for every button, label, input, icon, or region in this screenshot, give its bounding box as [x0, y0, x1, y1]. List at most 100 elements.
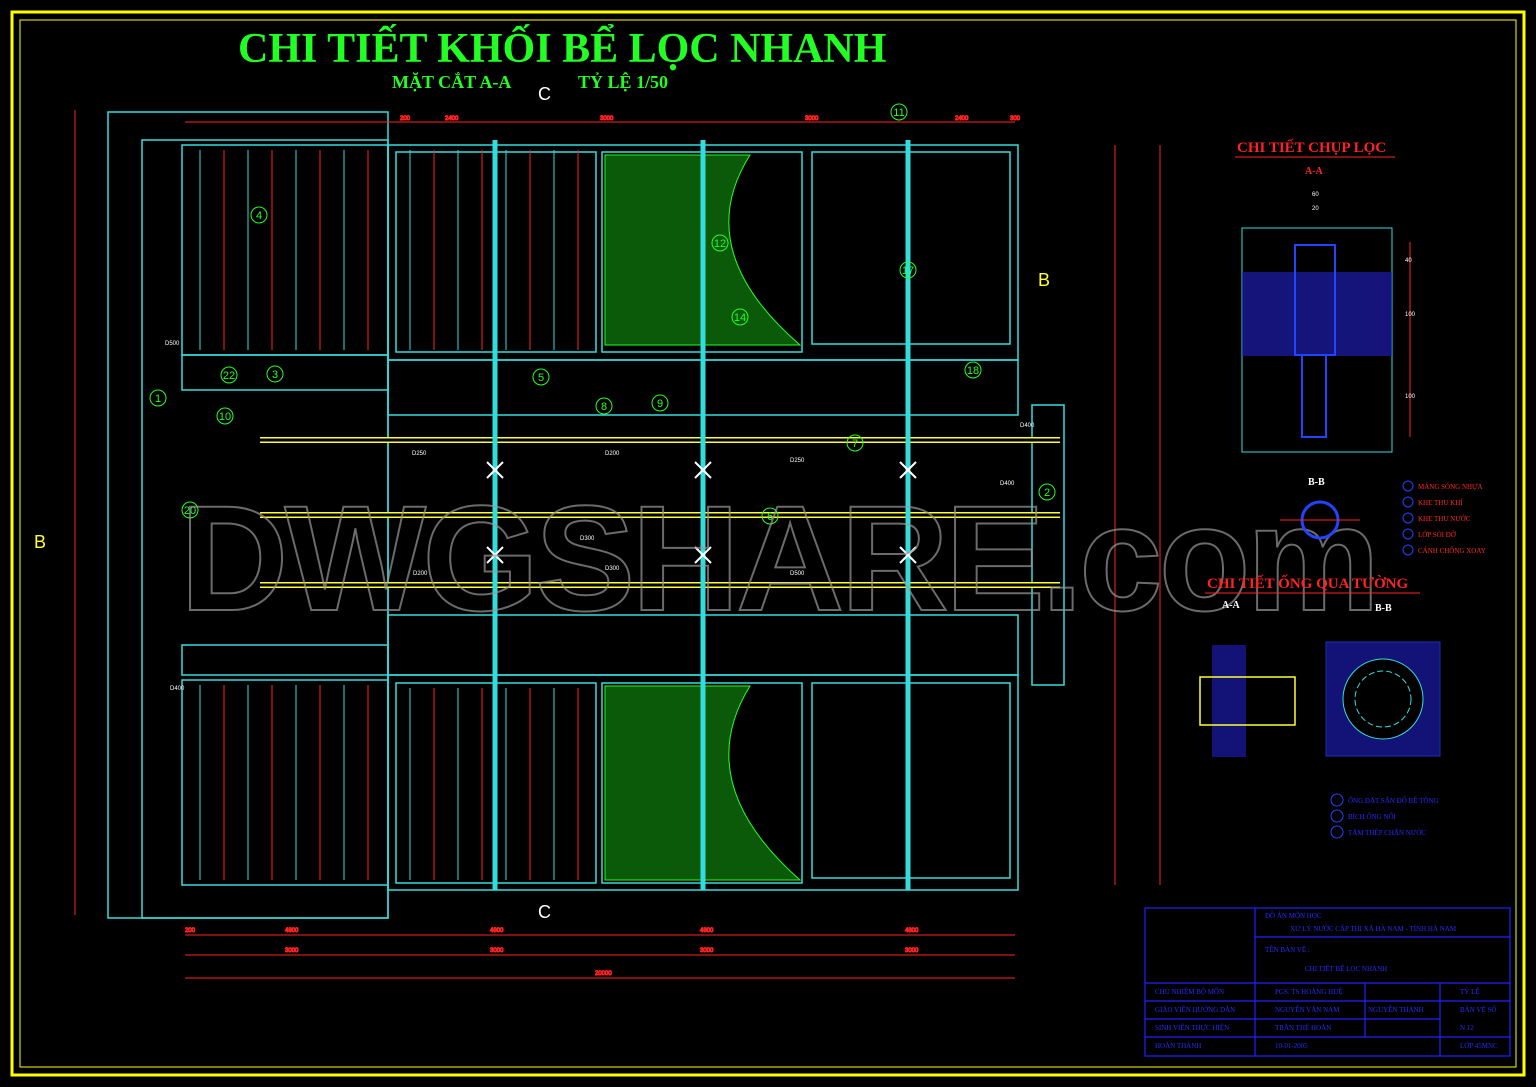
tb-right: LỚP 45MNC	[1460, 1042, 1498, 1050]
detail-dimension: 20	[1312, 206, 1319, 212]
item-label: 3	[266, 365, 284, 383]
item-label: 18	[964, 361, 982, 379]
dimension-text: 4800	[490, 928, 504, 934]
item-label: 7	[846, 434, 864, 452]
dimension-text: 3000	[600, 116, 614, 122]
dimension-text: 300	[1010, 116, 1021, 122]
dimension-text: 4800	[905, 928, 919, 934]
tb-right: BẢN VẼ SỐ	[1460, 1006, 1496, 1014]
pipe-label: D500	[165, 341, 180, 347]
filter-nozzle-section	[1241, 227, 1411, 453]
valve-icon	[899, 546, 917, 564]
tb-right: TỶ LỆ	[1460, 988, 1480, 996]
valve-icon	[899, 461, 917, 479]
tb-project: XỬ LÝ NƯỚC CẤP THỊ XÃ HÀ NAM - TỈNH HÀ N…	[1290, 925, 1457, 933]
detail-dimension: 60	[1312, 192, 1319, 198]
dimension-text: 3000	[805, 116, 819, 122]
tb-role: HOÀN THÀNH	[1155, 1042, 1201, 1050]
svg-text:5: 5	[538, 372, 544, 384]
detail-ong-title: CHI TIẾT ỐNG QUA TƯỜNG	[1207, 574, 1408, 592]
item-label: 8	[595, 397, 613, 415]
svg-text:12: 12	[714, 238, 726, 250]
svg-text:14: 14	[734, 312, 746, 324]
tb-name: PGS. TS HOÀNG HUỆ	[1275, 988, 1343, 996]
svg-text:2: 2	[1044, 487, 1050, 499]
tb-drawing: CHI TIẾT BỂ LỌC NHANH	[1305, 965, 1387, 973]
item-label: 22	[220, 366, 238, 384]
item-label: 1	[149, 389, 167, 407]
pipe-label: D400	[170, 686, 185, 692]
title-block	[1144, 907, 1511, 1057]
item-label: 4	[250, 206, 268, 224]
detail-ong-aa: A-A	[1222, 600, 1241, 611]
legend-marker	[1330, 825, 1344, 839]
pipe-label: D200	[413, 571, 428, 577]
legend-item: TẤM THÉP CHẮN NƯỚC	[1348, 829, 1426, 837]
svg-text:17: 17	[902, 265, 914, 277]
legend-marker	[1402, 528, 1414, 540]
detail-ong-bb: B-B	[1375, 603, 1392, 614]
legend-marker	[1330, 809, 1344, 823]
dimension-text: 3000	[905, 948, 919, 954]
item-label: 11	[890, 103, 908, 121]
legend-item: BÍCH ỐNG NỐI	[1348, 813, 1397, 821]
pipe-label: D400	[1020, 423, 1035, 429]
legend-item: LỚP SỎI ĐỠ	[1418, 531, 1457, 539]
valve-icon	[694, 546, 712, 564]
scale-label: TỶ LỆ 1/50	[578, 71, 668, 92]
svg-text:6: 6	[767, 511, 773, 523]
dimension-text: 4800	[285, 928, 299, 934]
tb-role: GIÁO VIÊN HƯỚNG DẪN	[1155, 1006, 1235, 1014]
dimension-text: 2400	[445, 116, 459, 122]
tb-role: CHỦ NHIỆM BỘ MÔN	[1155, 988, 1224, 996]
section-mark-c-top: C	[538, 84, 551, 104]
dimension-text: 3000	[490, 948, 504, 954]
svg-text:9: 9	[657, 398, 663, 410]
svg-text:8: 8	[601, 401, 607, 413]
detail-chup-loc-section: A-A	[1305, 166, 1324, 177]
svg-text:18: 18	[967, 365, 979, 377]
tb-name: NGUYỄN VĂN NAM	[1275, 1006, 1340, 1014]
svg-text:22: 22	[223, 370, 235, 382]
tb-name: 10-01-2005	[1275, 1042, 1308, 1050]
pipe-label: D200	[605, 451, 620, 457]
detail-chup-loc-title: CHI TIẾT CHỤP LỌC	[1237, 139, 1386, 156]
legend-item: ỐNG ĐẶT SẴN ĐỔ BÊ TÔNG	[1348, 797, 1439, 805]
dimension-text: 200	[400, 116, 411, 122]
dimension-text: 20000	[595, 971, 612, 977]
item-label: 17	[899, 261, 917, 279]
item-label: 12	[711, 234, 729, 252]
legend-marker	[1402, 544, 1414, 556]
detail-bb-label: B-B	[1308, 477, 1325, 488]
wall-pipe-section	[1199, 641, 1441, 757]
svg-text:10: 10	[219, 411, 231, 423]
tb-extra: NGUYỄN THANH	[1368, 1006, 1424, 1014]
legend-item: KHE THU KHÍ	[1418, 499, 1463, 507]
dimension-text: 4800	[700, 928, 714, 934]
dimension-text: 3000	[285, 948, 299, 954]
item-label: 14	[731, 308, 749, 326]
legend-marker	[1402, 480, 1414, 492]
detail-dimension: 100	[1405, 312, 1416, 318]
legend-marker	[1330, 793, 1344, 807]
item-label: 20	[181, 501, 199, 519]
tb-name: TRẦN THẾ HOÀN	[1275, 1024, 1331, 1032]
svg-text:1: 1	[155, 393, 161, 405]
item-label: 9	[651, 394, 669, 412]
section-mark-c-bottom: C	[538, 902, 551, 922]
item-label: 10	[216, 407, 234, 425]
tb-drawing-label: TÊN BẢN VẼ :	[1265, 946, 1310, 954]
svg-text:3: 3	[272, 369, 278, 381]
valve-icon	[486, 461, 504, 479]
dimension-text: 200	[185, 928, 196, 934]
tb-project-label: ĐỒ ÁN MÔN HỌC	[1265, 912, 1322, 920]
item-label: 5	[532, 368, 550, 386]
pipe-label: D500	[790, 571, 805, 577]
valve-icon	[694, 461, 712, 479]
legend-marker	[1402, 496, 1414, 508]
pipe-label: D250	[790, 458, 805, 464]
drawing-border	[10, 10, 1526, 1077]
valve-icon	[486, 546, 504, 564]
